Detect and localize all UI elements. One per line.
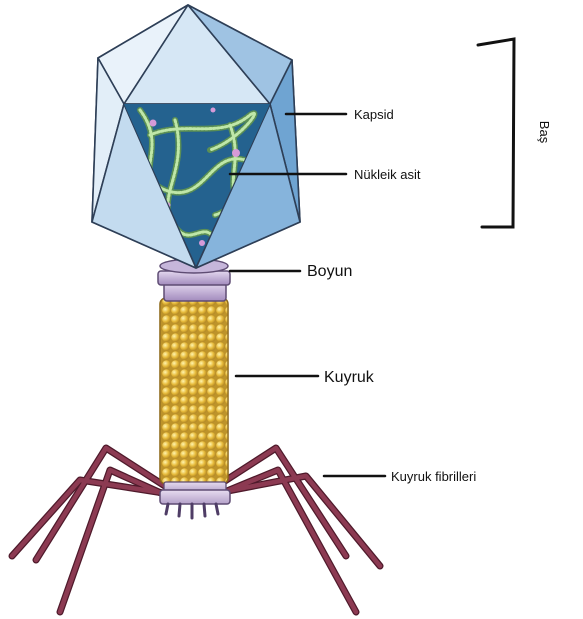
label-kapsid: Kapsid xyxy=(354,107,394,122)
baseplate xyxy=(160,482,230,518)
head-bracket xyxy=(478,39,514,227)
label-bas: Baş xyxy=(537,121,552,144)
label-boyun: Boyun xyxy=(307,263,352,280)
label-kuyruk: Kuyruk xyxy=(324,369,375,386)
label-kuyruk-fibrilleri: Kuyruk fibrilleri xyxy=(391,469,476,484)
tail-sheath xyxy=(160,298,228,484)
label-nukleik-asit: Nükleik asit xyxy=(354,167,421,182)
